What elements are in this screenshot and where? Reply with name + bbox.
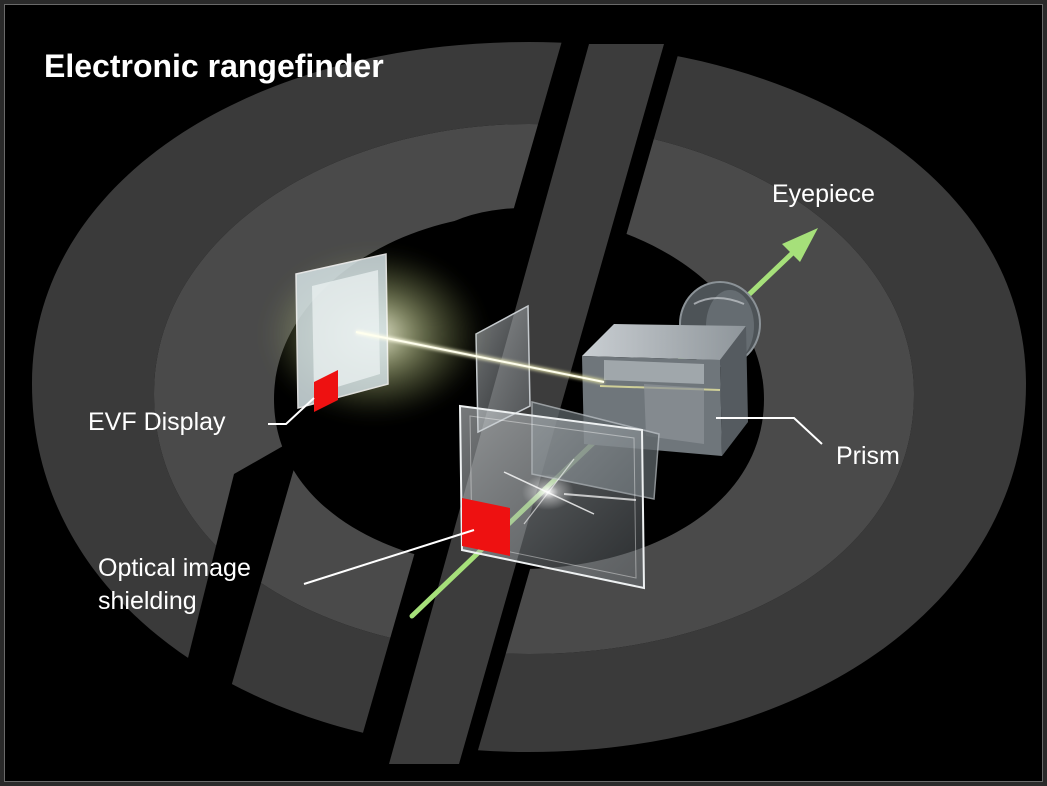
optical-image-shielding-label: Optical image shielding bbox=[98, 552, 251, 618]
leader-lines bbox=[268, 397, 823, 585]
prism-leader-line bbox=[716, 417, 823, 445]
prism-block bbox=[582, 324, 748, 456]
optical-shielding-label-line2: shielding bbox=[98, 587, 197, 615]
evf-leader-line bbox=[268, 397, 315, 425]
logo-left-cut bbox=[179, 434, 304, 694]
diagram-title: Electronic rangefinder bbox=[44, 48, 384, 84]
eyepiece-arrowhead bbox=[782, 228, 818, 262]
evf-display-label: EVF Display bbox=[88, 408, 226, 436]
optical-shielding-red-mask bbox=[462, 498, 510, 556]
eyepiece-label: Eyepiece bbox=[772, 180, 875, 208]
optical-shielding-leader-line bbox=[303, 529, 475, 585]
rangefinder-illustration bbox=[32, 34, 1026, 764]
evf-red-marker bbox=[314, 370, 338, 412]
optical-frame-glass bbox=[458, 401, 660, 590]
optical-shielding-label-line1: Optical image bbox=[98, 554, 251, 582]
prism-label: Prism bbox=[836, 442, 900, 470]
relay-lens bbox=[475, 304, 531, 434]
evf-beam bbox=[355, 330, 605, 384]
